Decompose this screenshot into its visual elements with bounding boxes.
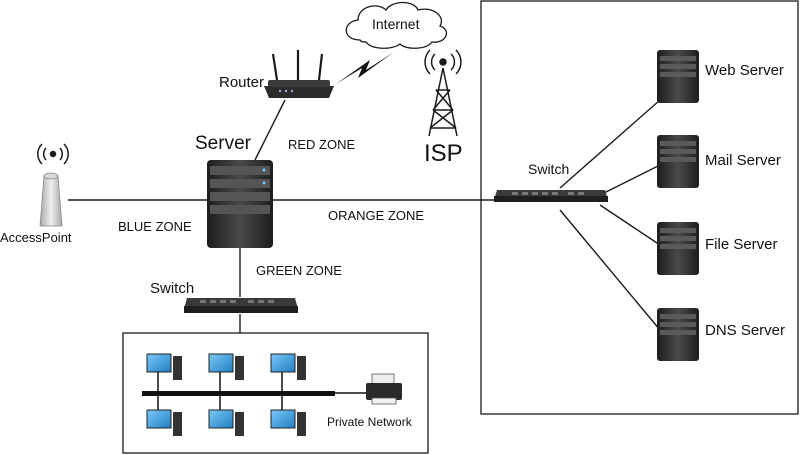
dns-server-link [559,209,661,331]
web-server-label: Web Server [705,62,784,79]
web-server-link [559,99,661,189]
switch-top-label: Switch [528,161,570,177]
private-network-box [122,332,429,454]
server-icon [657,222,699,275]
computer-icon [146,353,182,380]
isp-label: ISP [424,140,463,167]
access-point-label: AccessPoint [0,230,72,245]
server-icon [657,135,699,188]
computer-icon [208,353,244,380]
dmz-box [480,0,799,415]
server-icon [207,160,273,248]
blue-zone-label: BLUE ZONE [118,219,192,234]
cloud-icon [345,1,448,49]
internet-label: Internet [372,16,420,32]
private-network-label: Private Network [327,415,412,429]
printer-icon [366,373,402,405]
red-zone-label: RED ZONE [288,137,356,152]
isp-tower-icon [424,49,462,137]
switch-left-label: Switch [150,280,195,297]
router-icon [264,50,334,98]
computer-icon [270,353,306,380]
mail-server-link [599,164,661,196]
dns-server-label: DNS Server [705,322,786,339]
connections [68,99,661,333]
router-label: Router [219,74,265,91]
file-server-link [599,204,661,246]
orange-zone-label: ORANGE ZONE [328,208,425,223]
switch-icon [494,190,608,202]
file-server-label: File Server [705,236,778,253]
green-zone-label: GREEN ZONE [256,263,342,278]
computer-icon [208,409,244,436]
access-point-icon [37,143,69,227]
computer-icon [270,409,306,436]
mail-server-label: Mail Server [705,152,781,169]
lan-drops [157,372,283,410]
lightning-icon [336,52,394,84]
server-icon [657,308,699,361]
red-zone-link [254,99,286,161]
lan-bus [142,391,335,396]
server-icon [657,50,699,103]
switch-icon [184,298,298,313]
computer-icon [146,409,182,436]
server-label: Server [195,133,251,154]
